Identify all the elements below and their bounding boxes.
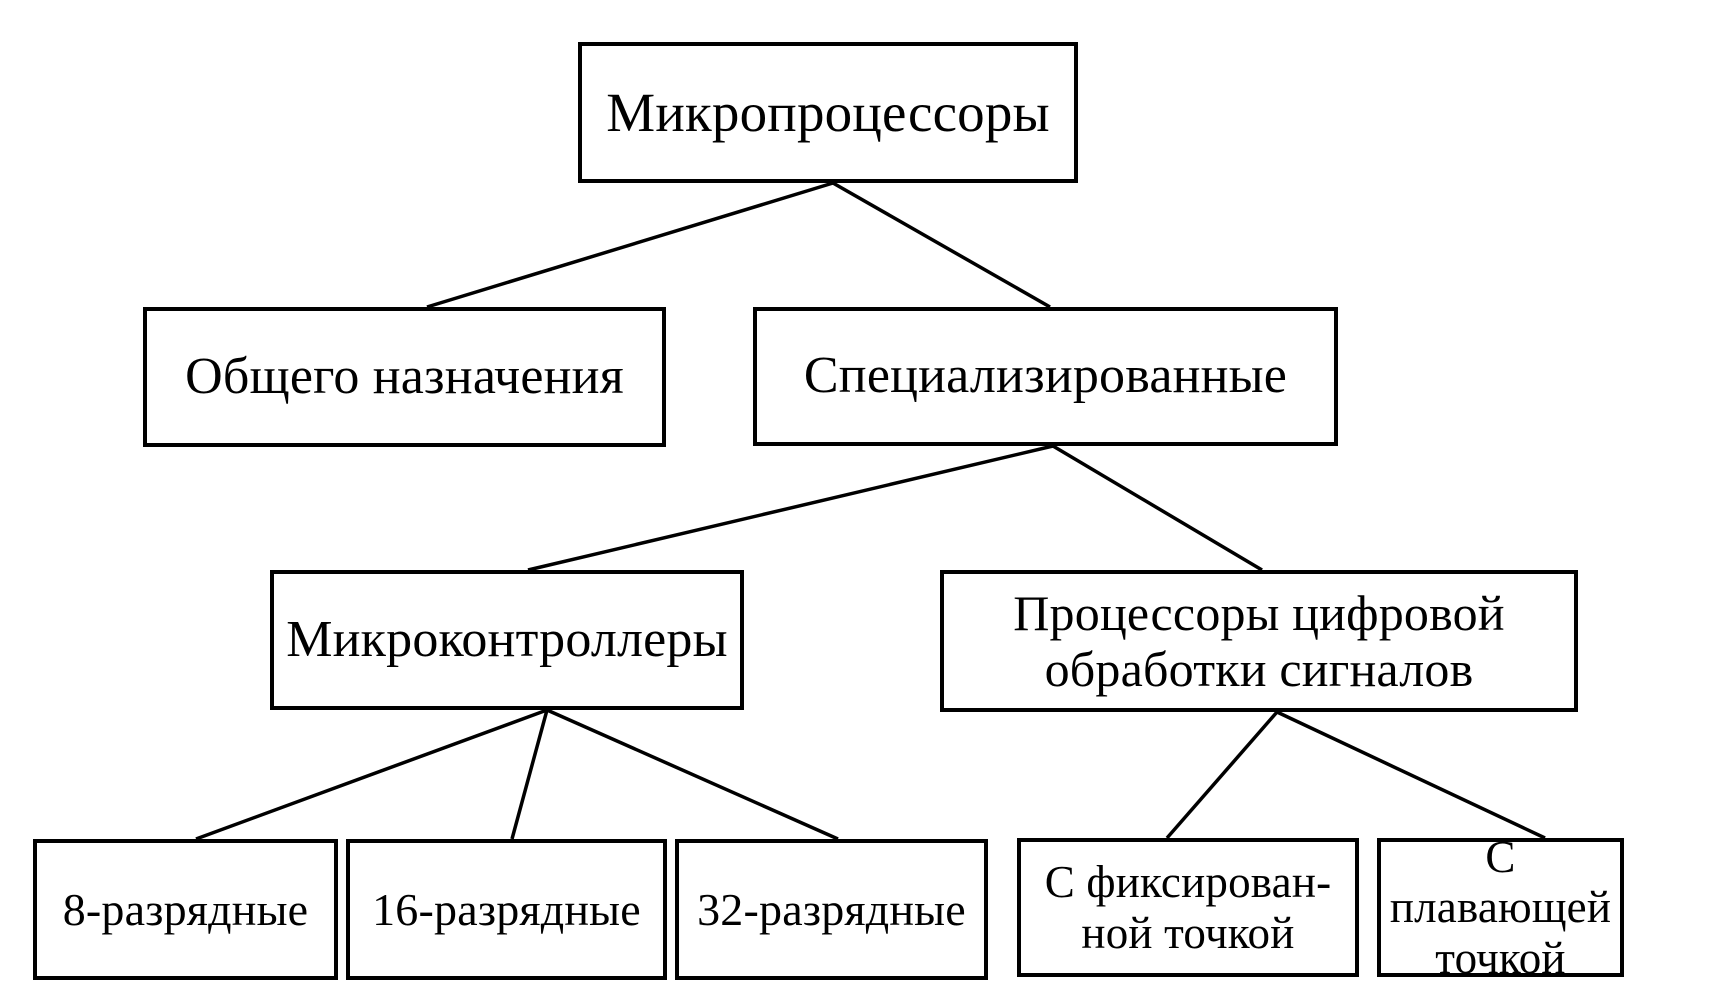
node-bit16-label: 16-разрядные — [372, 883, 641, 935]
node-general-purpose[interactable]: Общего назначения — [143, 307, 666, 447]
node-microcontrollers[interactable]: Микроконтроллеры — [270, 570, 744, 710]
edge-specialized-to-microcontrollers — [527, 444, 1054, 572]
node-bit32[interactable]: 32-разрядные — [675, 839, 988, 980]
edge-microcontrollers-to-bit16 — [510, 709, 549, 840]
node-fixed-point[interactable]: С фиксирован- ной точкой — [1017, 838, 1359, 977]
node-specialized[interactable]: Специализированные — [753, 307, 1338, 446]
node-bit32-label: 32-разрядные — [697, 883, 966, 935]
node-root[interactable]: Микропроцессоры — [578, 42, 1078, 183]
node-general-purpose-label: Общего назначения — [185, 347, 624, 405]
node-bit16[interactable]: 16-разрядные — [346, 839, 667, 980]
edge-microcontrollers-to-bit32 — [546, 708, 839, 841]
node-microcontrollers-label: Микроконтроллеры — [286, 610, 728, 668]
node-fixed-point-label: С фиксирован- ной точкой — [1044, 857, 1332, 958]
node-floating-point-label: С плавающей точкой — [1389, 831, 1612, 983]
node-bit8-label: 8-разрядные — [62, 883, 309, 935]
edge-root-to-general_purpose — [426, 181, 834, 309]
node-dsp[interactable]: Процессоры цифровой обработки сигналов — [940, 570, 1578, 712]
edge-root-to-specialized — [832, 181, 1051, 309]
node-dsp-label: Процессоры цифровой обработки сигналов — [1013, 585, 1505, 697]
node-floating-point[interactable]: С плавающей точкой — [1377, 832, 1624, 983]
edge-dsp-to-fixed_point — [1165, 710, 1279, 840]
edge-specialized-to-dsp — [1052, 444, 1263, 572]
edge-microcontrollers-to-bit8 — [195, 708, 548, 841]
node-specialized-label: Специализированные — [803, 347, 1288, 405]
node-root-label: Микропроцессоры — [606, 81, 1050, 143]
node-bit8[interactable]: 8-разрядные — [33, 839, 338, 980]
edge-dsp-to-floating_point — [1276, 710, 1546, 840]
